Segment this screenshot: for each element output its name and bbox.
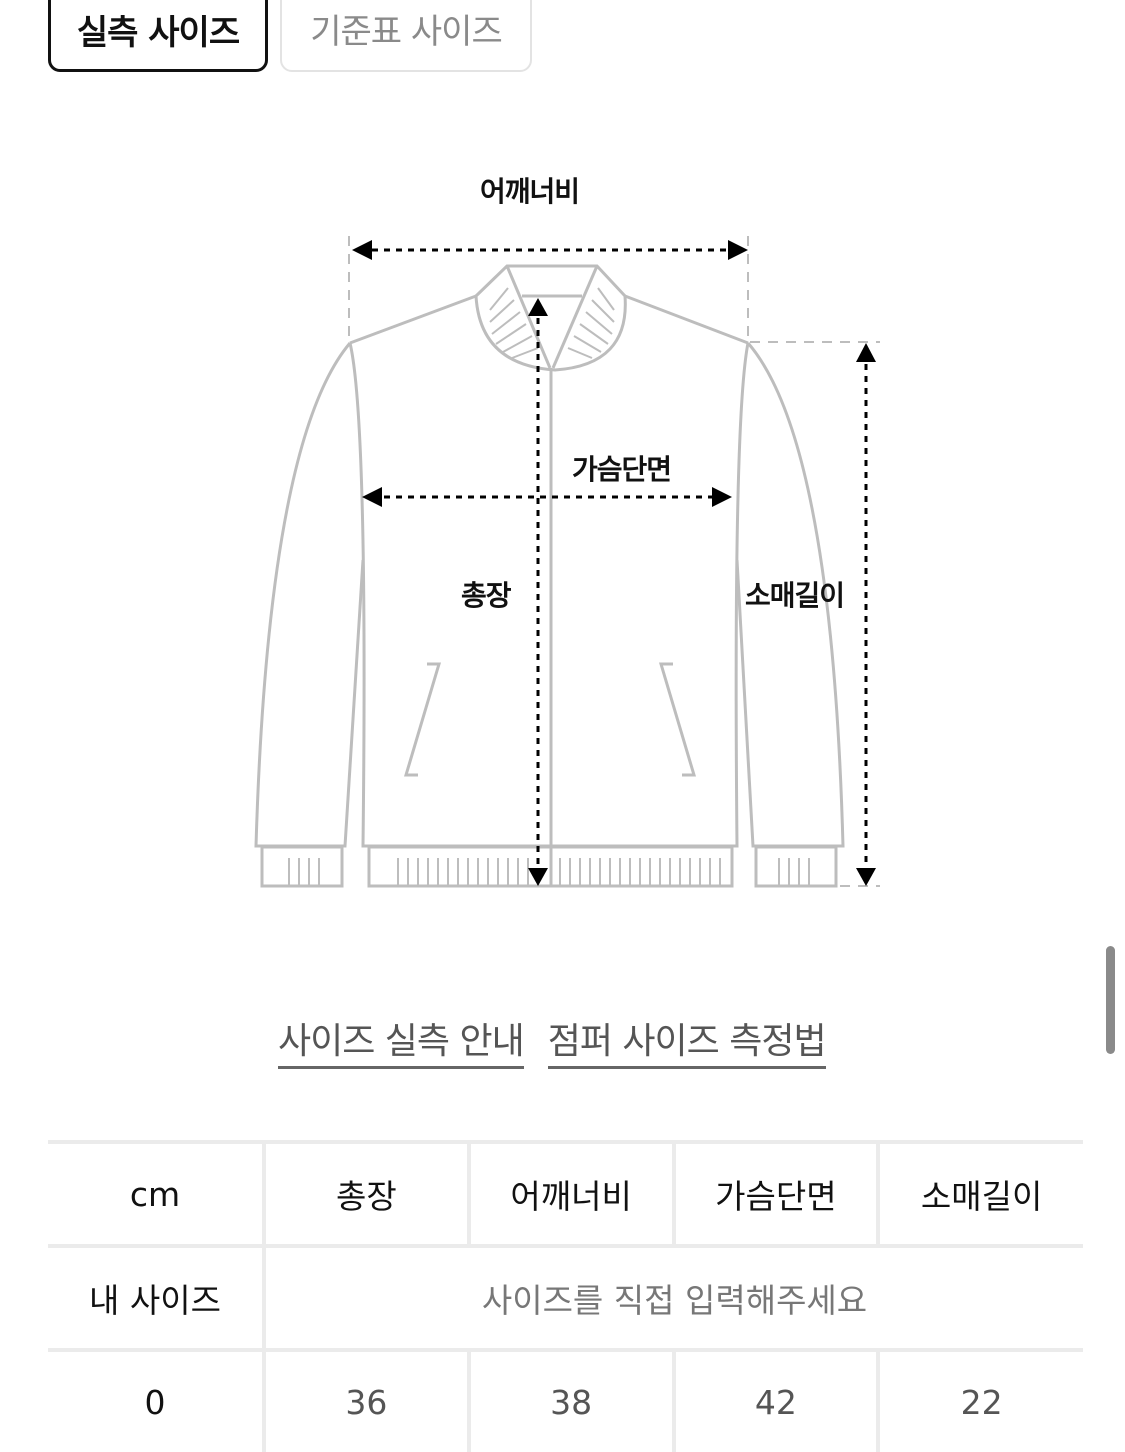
tab-standard-size[interactable]: 기준표 사이즈 (280, 0, 532, 72)
link-jumper-measure-method[interactable]: 점퍼 사이즈 측정법 (547, 1012, 827, 1069)
size-guide-links: 사이즈 실측 안내 점퍼 사이즈 측정법 (278, 1012, 827, 1069)
size-tabs: 실측 사이즈 기준표 사이즈 (48, 0, 532, 72)
scrollbar[interactable] (1106, 946, 1115, 1054)
link-size-measure-guide[interactable]: 사이즈 실측 안내 (278, 1012, 525, 1069)
value-sleeve-length: 22 (876, 1348, 1083, 1452)
header-chest-width: 가슴단면 (671, 1140, 879, 1246)
value-total-length: 36 (262, 1348, 469, 1452)
table-row: 0 36 38 42 22 (48, 1348, 1083, 1452)
label-shoulder-width: 어깨너비 (480, 175, 580, 208)
unit-header: cm (48, 1140, 264, 1246)
size-label: 0 (48, 1348, 264, 1452)
value-shoulder-width: 38 (466, 1348, 674, 1452)
value-chest-width: 42 (671, 1348, 879, 1452)
jacket-measurement-diagram: 어깨너비 가슴단면 총장 소매길이 (254, 175, 880, 888)
jacket-illustration-icon (254, 236, 880, 888)
tab-actual-size[interactable]: 실측 사이즈 (48, 0, 268, 72)
header-sleeve-length: 소매길이 (876, 1140, 1083, 1246)
header-total-length: 총장 (262, 1140, 469, 1246)
my-size-row: 내 사이즈 사이즈를 직접 입력해주세요 (48, 1244, 1083, 1350)
table-header-row: cm 총장 어깨너비 가슴단면 소매길이 (48, 1140, 1083, 1246)
size-table: cm 총장 어깨너비 가슴단면 소매길이 내 사이즈 사이즈를 직접 입력해주세… (48, 1140, 1083, 1452)
label-total-length: 총장 (461, 579, 512, 612)
label-chest-width: 가슴단면 (572, 453, 672, 486)
my-size-input[interactable]: 사이즈를 직접 입력해주세요 (262, 1244, 1083, 1350)
my-size-label: 내 사이즈 (48, 1244, 264, 1350)
label-sleeve-length: 소매길이 (745, 579, 845, 612)
header-shoulder-width: 어깨너비 (466, 1140, 674, 1246)
